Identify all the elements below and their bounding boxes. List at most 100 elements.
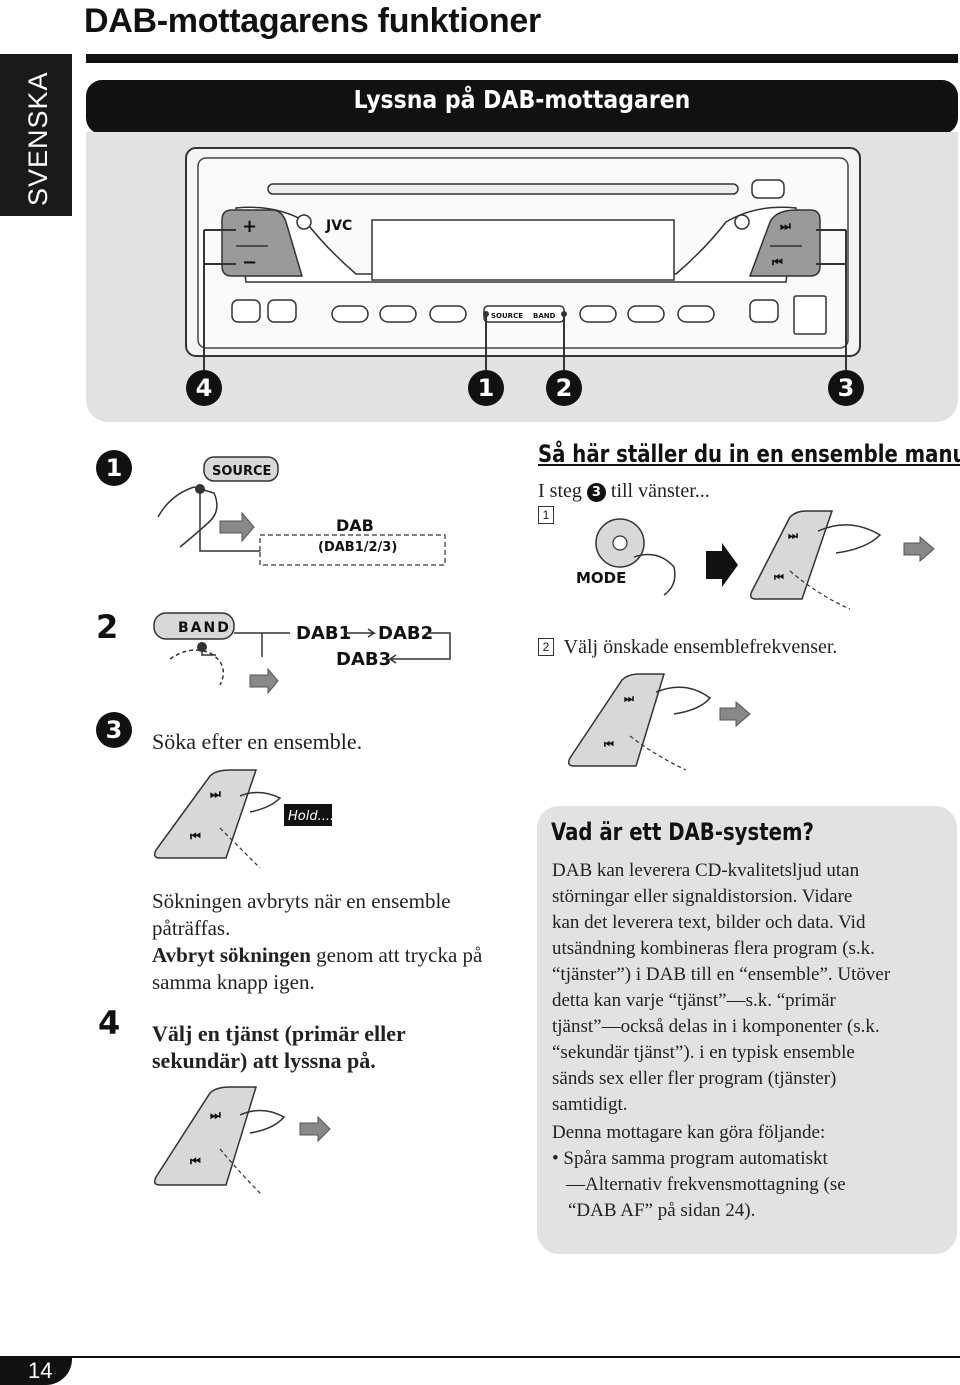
- seek-up-icon: ⏭: [210, 787, 221, 801]
- info-line: samtidigt.: [552, 1094, 628, 1115]
- brand-logo: JVC: [325, 218, 352, 234]
- language-tab: [0, 54, 72, 216]
- title-rule: [86, 54, 958, 63]
- step-2-figure: BAND DAB1 DAB2 DAB3: [153, 612, 451, 695]
- volume-rocker: [221, 209, 304, 277]
- cd-slot: [267, 183, 739, 195]
- step-4-number: 4: [98, 1004, 121, 1042]
- source-button: [203, 456, 279, 482]
- preset-6: [677, 305, 715, 323]
- seek-down-icon: ⏮: [774, 571, 784, 584]
- source-button-label: SOURCE: [212, 464, 271, 479]
- seek-rocker: [153, 1086, 258, 1186]
- finger-icon: [169, 649, 225, 686]
- info-line: sänds sex eller fler program (tjänster): [552, 1068, 837, 1089]
- finger-icon: [817, 524, 882, 554]
- language-tab-label: SVENSKA: [23, 71, 53, 206]
- callout-3: 3: [828, 370, 864, 406]
- device-band-label: BAND: [533, 312, 556, 320]
- step-3-note-bold: Avbryt sökningen: [152, 943, 311, 967]
- step-3-note-line-4: samma knapp igen.: [152, 970, 315, 994]
- dab2-label: DAB2: [378, 623, 433, 644]
- arrow-icon: [299, 1115, 331, 1143]
- arrow-icon: [706, 543, 738, 587]
- mode-label: MODE: [576, 569, 626, 587]
- info-line: DAB kan leverera CD-kvalitetsljud utan: [552, 860, 860, 881]
- info-line: kan det leverera text, bilder och data. …: [552, 912, 866, 933]
- step-4-text-line-1: Välj en tjänst (primär eller: [152, 1021, 406, 1046]
- intro-step-ref: 3: [586, 483, 606, 502]
- preset-3: [429, 305, 467, 323]
- info-bullet-continuation: —Alternativ frekvensmottagning (se: [566, 1174, 846, 1195]
- preset-4: [579, 305, 617, 323]
- callout-2: 2: [546, 370, 582, 406]
- arrow-icon: [903, 535, 935, 563]
- step-1-figure: SOURCE DAB (DAB1/2/3): [157, 456, 446, 566]
- section-title: Lyssna på DAB-mottagaren: [353, 85, 691, 114]
- manual-substep-1-figure: MODE ⏭ ⏮: [576, 510, 935, 610]
- finger-icon: [239, 791, 282, 813]
- substep-1-marker: 1: [538, 506, 554, 526]
- info-line: utsändning kombineras flera program (s.k…: [552, 938, 875, 959]
- volume-minus-label: −: [242, 252, 257, 273]
- substep-2-text: 2 Välj önskade ensemblefrekvenser.: [538, 634, 837, 661]
- manual-substep-2-figure: ⏭ ⏮: [567, 673, 751, 771]
- info-box: [537, 806, 957, 1254]
- seek-up-icon: ⏭: [788, 529, 798, 542]
- band-button: [153, 612, 235, 640]
- step-2-number: 2: [96, 608, 119, 646]
- seek-rocker: [748, 209, 821, 277]
- section-header-bar: [86, 80, 958, 134]
- step-4-figure: ⏭ ⏮: [153, 1086, 331, 1196]
- device-source-label: SOURCE: [491, 312, 523, 320]
- finger-icon: [655, 686, 712, 715]
- info-line: detta kan varje “tjänst”—s.k. “primär: [552, 990, 836, 1011]
- preset-2: [379, 305, 417, 323]
- seek-rocker: [153, 769, 258, 859]
- preset-1: [331, 305, 369, 323]
- eject-button: [751, 179, 785, 199]
- step-3-note-line-2: påträffas.: [152, 916, 231, 940]
- manual-heading: Så här ställer du in en ensemble manuell…: [538, 440, 960, 468]
- finger-icon: [633, 553, 676, 596]
- car-radio-illustration: JVC + − ⏭ ⏮ SOURCE BAND: [185, 147, 861, 370]
- detach-button: [793, 295, 827, 335]
- sensor-left: [296, 214, 312, 230]
- info-line: “sekundär tjänst”). i en typisk ensemble: [552, 1042, 855, 1063]
- callout-4: 4: [186, 370, 222, 406]
- step-1-number: 1: [96, 450, 132, 486]
- finger-icon: [239, 1109, 286, 1134]
- seek-up-icon: ⏭: [780, 219, 791, 233]
- page-number: 14: [28, 1358, 53, 1383]
- step-3-text: Söka efter en ensemble.: [152, 729, 363, 754]
- info-line: “tjänster”) i DAB till en “ensemble”. Ut…: [552, 964, 891, 985]
- dab1-label: DAB1: [296, 623, 351, 644]
- sensor-right: [734, 214, 750, 230]
- dab3-label: DAB3: [336, 649, 391, 670]
- arrow-icon: [249, 667, 279, 695]
- info-title: Vad är ett DAB-system?: [551, 818, 814, 846]
- info-bullet-continuation: “DAB AF” på sidan 24).: [568, 1200, 756, 1221]
- seek-down-icon: ⏮: [190, 1154, 201, 1168]
- finger-icon: [157, 486, 218, 548]
- step-3-figure: ⏭ ⏮ Hold....: [153, 769, 334, 869]
- seek-rocker: [749, 510, 834, 600]
- footer-rule: [0, 1356, 960, 1358]
- info-line: Denna mottagare kan göra följande:: [552, 1122, 826, 1143]
- seek-up-icon: ⏭: [210, 1108, 221, 1122]
- seek-up-icon: ⏭: [624, 692, 634, 705]
- arrow-icon: [719, 700, 751, 728]
- arrow-icon: [219, 511, 255, 543]
- hold-label: Hold....: [288, 809, 334, 824]
- seek-down-icon: ⏮: [190, 829, 201, 843]
- step-3-number: 3: [96, 712, 132, 748]
- dab-bands-label: (DAB1/2/3): [318, 540, 397, 555]
- power-button: [231, 299, 261, 323]
- band-button-label: BAND: [178, 620, 231, 636]
- step-3-note-line-1: Sökningen avbryts när en ensemble: [152, 889, 451, 913]
- volume-plus-label: +: [242, 216, 257, 237]
- preset-5: [627, 305, 665, 323]
- seek-rocker: [567, 673, 666, 767]
- dab-label: DAB: [336, 516, 374, 535]
- step-4-text-line-2: sekundär) att lyssna på.: [152, 1048, 376, 1073]
